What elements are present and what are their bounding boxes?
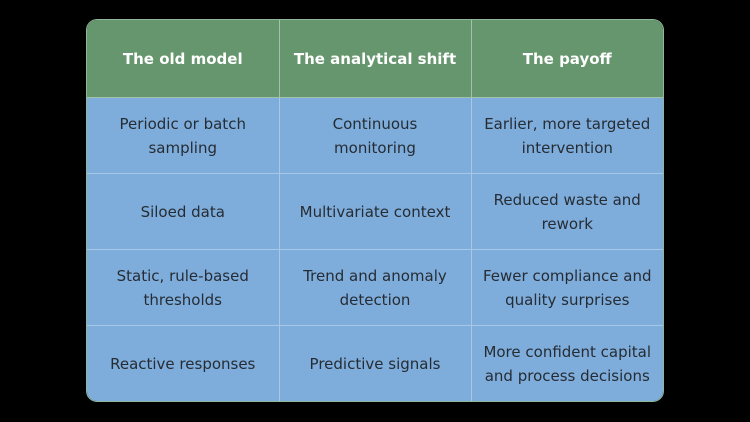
cell-analytical-shift: Trend and anomaly detection	[279, 249, 472, 326]
comparison-table-container: The old model The analytical shift The p…	[87, 20, 663, 401]
header-row: The old model The analytical shift The p…	[87, 20, 663, 98]
table-row: Reactive responses Predictive signals Mo…	[87, 325, 663, 401]
cell-old-model: Periodic or batch sampling	[87, 97, 280, 174]
table-body: Periodic or batch sampling Continuous mo…	[87, 97, 663, 401]
header-analytical-shift: The analytical shift	[279, 20, 472, 98]
cell-old-model: Static, rule-based thresholds	[87, 249, 280, 326]
header-old-model: The old model	[87, 20, 280, 98]
table-row: Static, rule-based thresholds Trend and …	[87, 249, 663, 326]
cell-old-model: Reactive responses	[87, 325, 280, 401]
cell-analytical-shift: Continuous monitoring	[279, 97, 472, 174]
table-row: Periodic or batch sampling Continuous mo…	[87, 97, 663, 174]
comparison-table: The old model The analytical shift The p…	[87, 20, 663, 401]
header-payoff: The payoff	[471, 20, 663, 98]
table-row: Siloed data Multivariate context Reduced…	[87, 173, 663, 250]
cell-analytical-shift: Multivariate context	[279, 173, 472, 250]
table-header: The old model The analytical shift The p…	[87, 20, 663, 98]
cell-payoff: More confident capital and process decis…	[471, 325, 663, 401]
cell-payoff: Fewer compliance and quality surprises	[471, 249, 663, 326]
cell-analytical-shift: Predictive signals	[279, 325, 472, 401]
cell-old-model: Siloed data	[87, 173, 280, 250]
cell-payoff: Reduced waste and rework	[471, 173, 663, 250]
cell-payoff: Earlier, more targeted intervention	[471, 97, 663, 174]
